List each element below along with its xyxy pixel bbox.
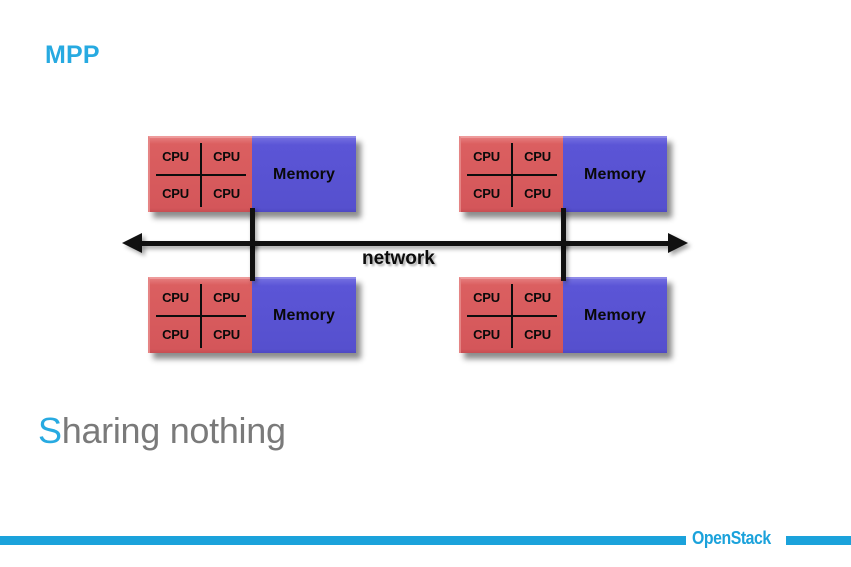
cpu-block-bottom-right: CPU CPU CPU CPU bbox=[459, 277, 563, 353]
node-bottom-left: CPU CPU CPU CPU Memory bbox=[148, 277, 356, 353]
cpu-label: CPU bbox=[473, 327, 500, 342]
cpu-cell: CPU bbox=[512, 279, 563, 316]
connector-top-right bbox=[561, 208, 566, 248]
memory-block-bottom-right: Memory bbox=[563, 277, 667, 353]
cpu-cell: CPU bbox=[512, 175, 563, 212]
cpu-label: CPU bbox=[524, 327, 551, 342]
memory-label: Memory bbox=[584, 307, 646, 324]
mpp-architecture-diagram: CPU CPU CPU CPU Memory CPU CPU CPU CPU M… bbox=[122, 136, 688, 353]
cpu-block-top-left: CPU CPU CPU CPU bbox=[148, 136, 252, 212]
memory-block-top-right: Memory bbox=[563, 136, 667, 212]
cpu-label: CPU bbox=[213, 149, 240, 164]
cpu-cell: CPU bbox=[461, 138, 512, 175]
cpu-label: CPU bbox=[162, 149, 189, 164]
cpu-cell: CPU bbox=[150, 316, 201, 353]
network-bus-line bbox=[140, 241, 670, 246]
memory-label: Memory bbox=[584, 166, 646, 183]
cpu-cell: CPU bbox=[461, 279, 512, 316]
cpu-label: CPU bbox=[473, 186, 500, 201]
cpu-cell: CPU bbox=[150, 279, 201, 316]
slide-caption: Sharing nothing bbox=[38, 410, 286, 452]
footer-bar-left bbox=[0, 536, 686, 545]
cpu-cell: CPU bbox=[461, 316, 512, 353]
cpu-label: CPU bbox=[524, 186, 551, 201]
openstack-logo: OpenStack bbox=[692, 528, 771, 548]
caption-accent-letter: S bbox=[38, 410, 62, 451]
memory-label: Memory bbox=[273, 307, 335, 324]
cpu-label: CPU bbox=[213, 290, 240, 305]
footer: OpenStack bbox=[0, 525, 851, 567]
footer-bar-right bbox=[786, 536, 851, 545]
connector-bottom-right bbox=[561, 241, 566, 281]
cpu-label: CPU bbox=[524, 290, 551, 305]
memory-label: Memory bbox=[273, 166, 335, 183]
cpu-cell: CPU bbox=[150, 175, 201, 212]
cpu-cell: CPU bbox=[461, 175, 512, 212]
cpu-cell: CPU bbox=[201, 316, 252, 353]
cpu-label: CPU bbox=[473, 290, 500, 305]
connector-bottom-left bbox=[250, 241, 255, 281]
network-label: network bbox=[362, 248, 435, 269]
cpu-label: CPU bbox=[162, 327, 189, 342]
arrow-right-icon bbox=[668, 233, 688, 253]
cpu-label: CPU bbox=[524, 149, 551, 164]
cpu-label: CPU bbox=[213, 327, 240, 342]
network-bus bbox=[122, 233, 688, 253]
memory-block-top-left: Memory bbox=[252, 136, 356, 212]
cpu-label: CPU bbox=[473, 149, 500, 164]
cpu-block-top-right: CPU CPU CPU CPU bbox=[459, 136, 563, 212]
connector-top-left bbox=[250, 208, 255, 248]
cpu-label: CPU bbox=[213, 186, 240, 201]
caption-rest-text: haring nothing bbox=[61, 410, 286, 451]
cpu-block-bottom-left: CPU CPU CPU CPU bbox=[148, 277, 252, 353]
cpu-cell: CPU bbox=[512, 316, 563, 353]
node-top-left: CPU CPU CPU CPU Memory bbox=[148, 136, 356, 212]
cpu-label: CPU bbox=[162, 290, 189, 305]
cpu-label: CPU bbox=[162, 186, 189, 201]
page-title: MPP bbox=[45, 41, 100, 69]
cpu-cell: CPU bbox=[201, 279, 252, 316]
node-top-right: CPU CPU CPU CPU Memory bbox=[459, 136, 667, 212]
cpu-cell: CPU bbox=[201, 138, 252, 175]
cpu-cell: CPU bbox=[201, 175, 252, 212]
cpu-cell: CPU bbox=[150, 138, 201, 175]
cpu-cell: CPU bbox=[512, 138, 563, 175]
memory-block-bottom-left: Memory bbox=[252, 277, 356, 353]
arrow-left-icon bbox=[122, 233, 142, 253]
node-bottom-right: CPU CPU CPU CPU Memory bbox=[459, 277, 667, 353]
